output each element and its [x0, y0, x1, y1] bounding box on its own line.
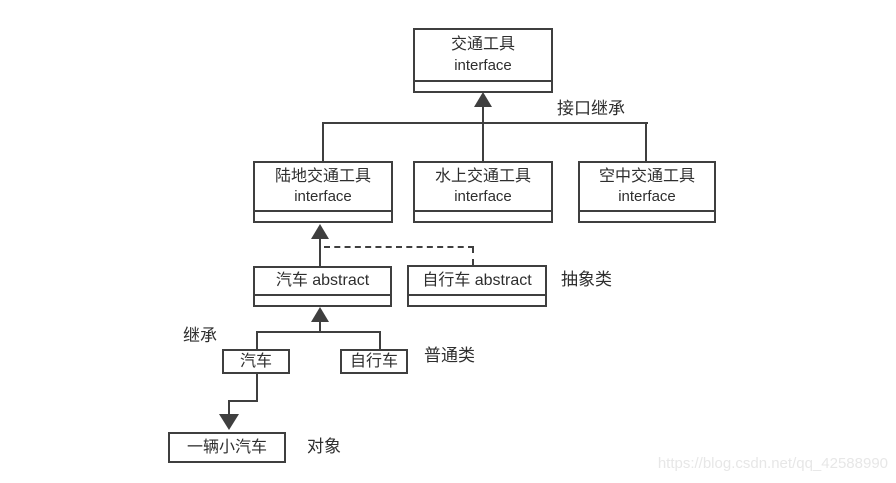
node-air-interface: 空中交通工具 interface: [578, 161, 716, 223]
node-car-title: 汽车: [239, 352, 272, 370]
connector-top-vertical: [482, 106, 484, 124]
node-air-main: 空中交通工具 interface: [580, 163, 714, 212]
node-car-abstract-strip: [255, 296, 390, 305]
label-abstract-class: 抽象类: [561, 270, 612, 289]
label-interface-inheritance: 接口继承: [557, 99, 625, 118]
node-vehicle-title: 交通工具: [450, 35, 515, 53]
node-vehicle-interface: 交通工具 interface: [413, 28, 553, 93]
connector-drop-air: [645, 124, 647, 161]
connector-carabs-vertical: [319, 238, 321, 266]
node-water-subtitle: interface: [454, 188, 512, 206]
node-bike-abstract-title: 自行车 abstract: [422, 271, 532, 289]
connector-object-horizontal: [228, 400, 258, 402]
node-air-strip: [580, 212, 714, 221]
connector-bikeabs-dashed-horizontal: [324, 246, 474, 248]
object-arrowhead-down-icon: [219, 414, 239, 430]
node-bike: 自行车: [340, 349, 408, 374]
csdn-watermark: https://blog.csdn.net/qq_42588990: [657, 455, 888, 472]
node-vehicle-subtitle: interface: [454, 57, 512, 75]
node-a-car-title: 一辆小汽车: [186, 438, 267, 456]
label-object: 对象: [307, 437, 341, 456]
node-land-title: 陆地交通工具: [274, 167, 371, 185]
node-air-subtitle: interface: [618, 188, 676, 206]
connector-bikeabs-dashed-vertical: [472, 247, 474, 265]
node-land-main: 陆地交通工具 interface: [255, 163, 391, 212]
node-a-car-object: 一辆小汽车: [168, 432, 286, 463]
inheritance-arrowhead-top-icon: [474, 92, 492, 107]
node-bike-abstract-main: 自行车 abstract: [409, 267, 545, 296]
connector-top-horizontal: [322, 122, 648, 124]
connector-drop-car: [256, 333, 258, 349]
connector-drop-land: [322, 124, 324, 161]
node-car-abstract: 汽车 abstract: [253, 266, 392, 307]
connector-object-vertical1: [256, 374, 258, 402]
node-car-abstract-title: 汽车 abstract: [275, 272, 370, 289]
node-bike-abstract: 自行车 abstract: [407, 265, 547, 307]
node-air-title: 空中交通工具: [598, 167, 695, 185]
node-car-abstract-main: 汽车 abstract: [255, 268, 390, 296]
node-vehicle-main: 交通工具 interface: [415, 30, 551, 82]
node-water-main: 水上交通工具 interface: [415, 163, 551, 212]
node-vehicle-strip: [415, 82, 551, 91]
label-normal-class: 普通类: [424, 346, 475, 365]
node-land-strip: [255, 212, 391, 221]
connector-classes-horizontal: [256, 331, 381, 333]
connector-drop-water: [482, 124, 484, 161]
label-inheritance: 继承: [183, 326, 217, 345]
node-land-interface: 陆地交通工具 interface: [253, 161, 393, 223]
connector-classes-vertical: [319, 321, 321, 332]
node-bike-abstract-strip: [409, 296, 545, 305]
node-car: 汽车: [222, 349, 290, 374]
inheritance-arrowhead-carabs-icon: [311, 307, 329, 322]
node-land-subtitle: interface: [294, 188, 352, 206]
node-water-title: 水上交通工具: [434, 167, 531, 185]
node-water-strip: [415, 212, 551, 221]
connector-object-vertical2: [228, 402, 230, 415]
node-bike-title: 自行车: [349, 352, 398, 370]
inheritance-arrowhead-land-icon: [311, 224, 329, 239]
connector-drop-bike: [379, 333, 381, 349]
node-water-interface: 水上交通工具 interface: [413, 161, 553, 223]
